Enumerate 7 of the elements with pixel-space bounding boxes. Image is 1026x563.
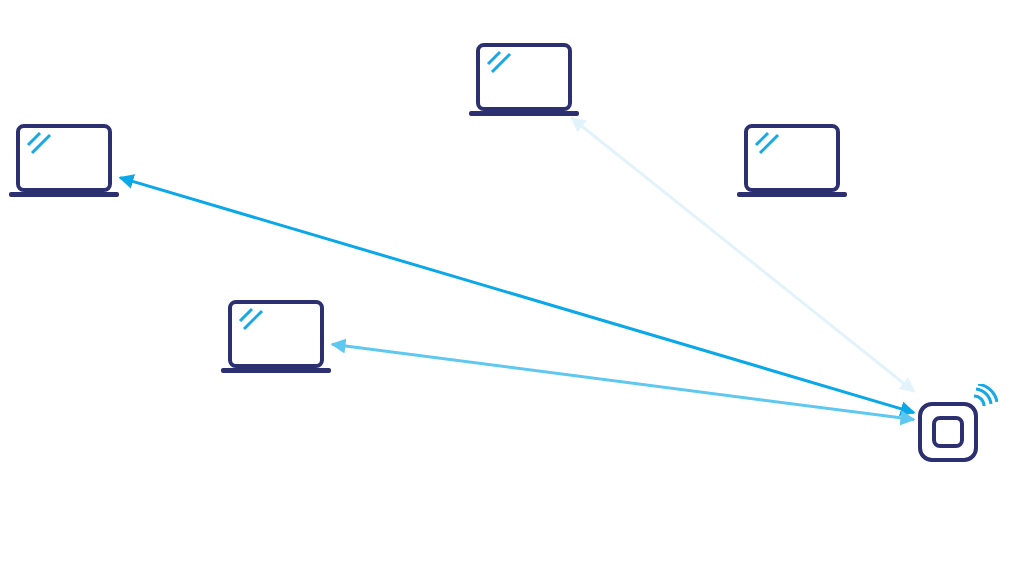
laptop-icon [468, 42, 580, 118]
laptop-icon [8, 122, 120, 200]
laptop-icon [736, 122, 848, 200]
arrow [330, 338, 916, 426]
laptop-icon [220, 298, 332, 376]
arrow [118, 174, 916, 416]
arrow [570, 116, 916, 393]
